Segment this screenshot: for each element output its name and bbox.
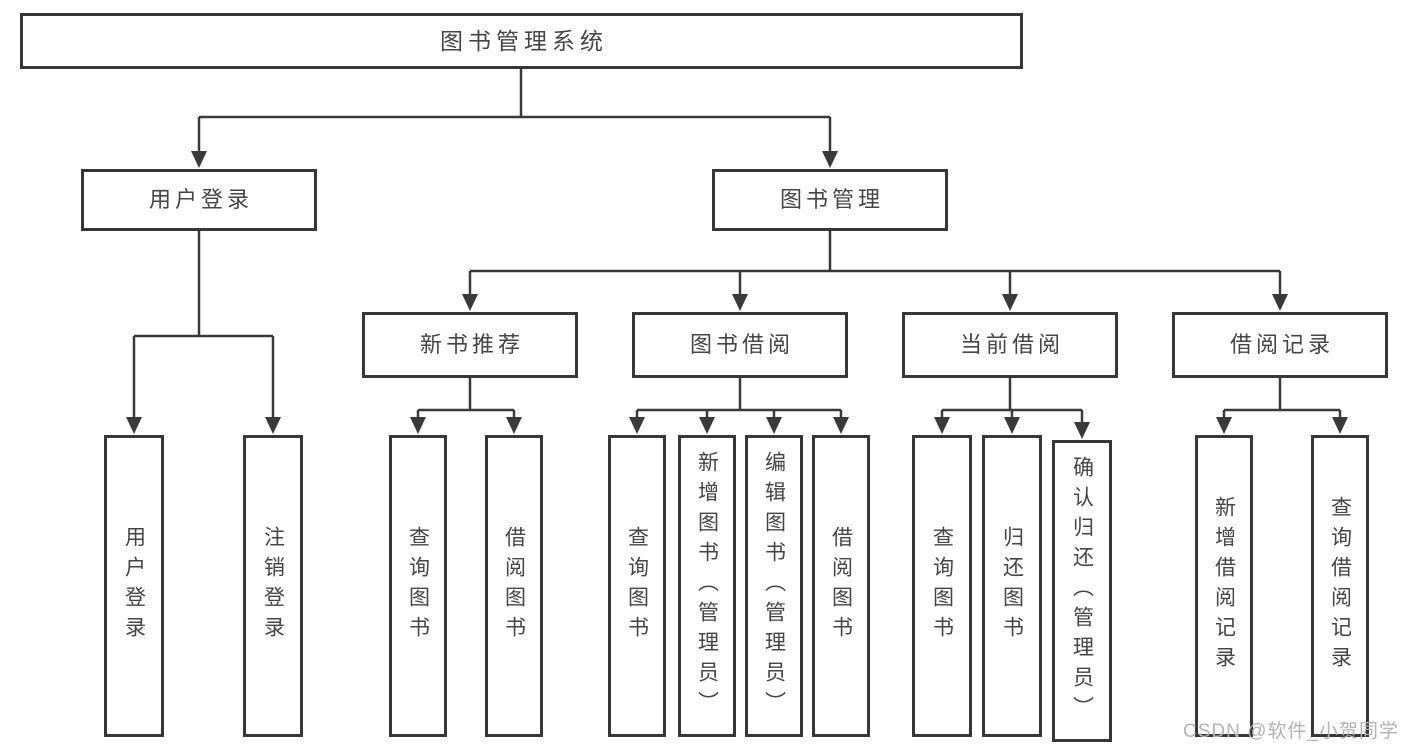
leaf-query-borrow-record-label: 查询借阅记录	[1328, 496, 1352, 676]
leaf-borrow-book-borrow-label: 借阅图书	[829, 526, 853, 646]
node-current-borrowing: 当前借阅	[902, 312, 1118, 378]
leaf-add-borrow-record-label: 新增借阅记录	[1212, 496, 1236, 676]
leaf-borrow-book-newrec-label: 借阅图书	[502, 526, 526, 646]
connector-newbookrec-to-leaves	[416, 377, 516, 418]
leaf-edit-book-admin-label: 编辑图书（管理员）	[762, 451, 786, 721]
node-user-login: 用户登录	[81, 169, 317, 231]
arrowheads-currentborrow-leaves	[934, 417, 1090, 439]
connector-bookborrow-to-leaves	[635, 377, 843, 418]
node-root-label: 图书管理系统	[440, 27, 608, 54]
node-book-borrowing-label: 图书借阅	[689, 332, 794, 357]
node-new-book-recommendation-label: 新书推荐	[419, 332, 524, 357]
leaf-query-book-borrow: 查询图书	[608, 435, 666, 737]
node-user-login-label: 用户登录	[148, 187, 253, 212]
leaf-add-borrow-record: 新增借阅记录	[1195, 435, 1253, 737]
leaf-return-book: 归还图书	[982, 435, 1042, 737]
node-borrowing-records: 借阅记录	[1172, 312, 1388, 378]
connector-userlogin-to-leaves	[132, 230, 275, 418]
leaf-return-book-label: 归还图书	[1000, 526, 1024, 646]
leaf-query-book-borrow-label: 查询图书	[625, 526, 649, 646]
leaf-user-login: 用户登录	[104, 435, 164, 737]
connector-currentborrow-to-leaves	[940, 377, 1084, 423]
leaf-query-book-newrec: 查询图书	[389, 435, 447, 737]
leaf-edit-book-admin: 编辑图书（管理员）	[745, 435, 803, 737]
leaf-query-book-newrec-label: 查询图书	[406, 526, 430, 646]
node-new-book-recommendation: 新书推荐	[362, 312, 578, 378]
leaf-confirm-return-admin: 确认归还（管理员）	[1052, 440, 1112, 742]
arrowheads-userlogin-leaves	[126, 417, 281, 434]
node-book-management-label: 图书管理	[779, 187, 884, 212]
connector-borrowrecords-to-leaves	[1222, 377, 1342, 418]
leaf-user-login-label: 用户登录	[122, 526, 146, 646]
leaf-query-book-current-label: 查询图书	[930, 526, 954, 646]
leaf-logout-label: 注销登录	[261, 526, 285, 646]
arrowheads-newbookrec-leaves	[410, 417, 522, 434]
connector-bookmgmt-to-level3	[468, 230, 1282, 295]
arrowheads-level2	[191, 151, 838, 168]
leaf-add-book-admin-label: 新增图书（管理员）	[695, 451, 719, 721]
node-book-management: 图书管理	[712, 169, 948, 231]
connector-root-to-level2	[197, 68, 832, 152]
node-borrowing-records-label: 借阅记录	[1229, 332, 1334, 357]
leaf-borrow-book-newrec: 借阅图书	[485, 435, 543, 737]
node-book-borrowing: 图书借阅	[632, 312, 848, 378]
leaf-query-borrow-record: 查询借阅记录	[1311, 435, 1369, 737]
leaf-confirm-return-admin-label: 确认归还（管理员）	[1070, 456, 1094, 726]
csdn-watermark: CSDN @软件_小贺同学	[1183, 721, 1399, 742]
leaf-borrow-book-borrow: 借阅图书	[812, 435, 870, 737]
node-current-borrowing-label: 当前借阅	[959, 332, 1064, 357]
leaf-logout: 注销登录	[243, 435, 303, 737]
leaf-add-book-admin: 新增图书（管理员）	[678, 435, 736, 737]
arrowheads-bookborrow-leaves	[629, 417, 849, 434]
leaf-query-book-current: 查询图书	[912, 435, 972, 737]
arrowheads-borrowrecords-leaves	[1216, 417, 1348, 434]
arrowheads-level3	[462, 294, 1288, 311]
node-root-library-system: 图书管理系统	[20, 13, 1023, 69]
